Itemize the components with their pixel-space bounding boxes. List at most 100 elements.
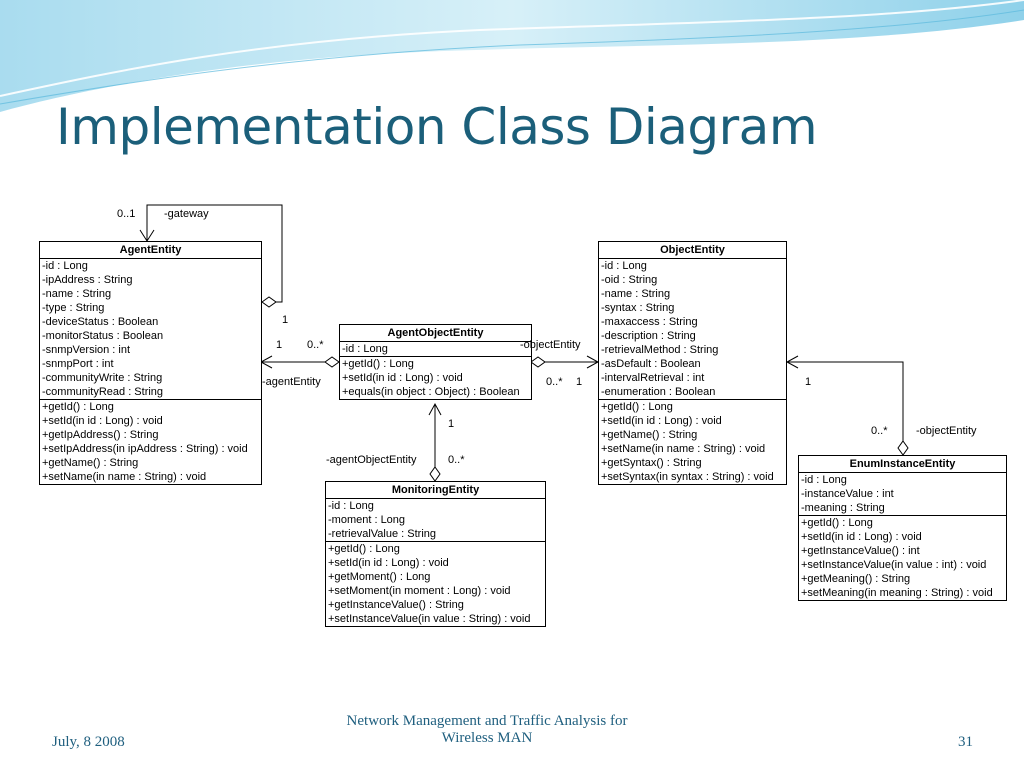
methods-section: +getId() : Long +setId(in id : Long) : v… [799, 515, 1006, 600]
object-entity-aggregation-diamond [530, 356, 546, 368]
header-wave-decoration [0, 0, 1024, 112]
class-name: EnumInstanceEntity [799, 456, 1006, 473]
class-agent-entity: AgentEntity -id : Long -ipAddress : Stri… [39, 241, 262, 485]
footer-title-line: Wireless MAN [441, 730, 533, 746]
object-link-multiplicity: 0..* [546, 376, 563, 388]
agent-entity-aggregation-diamond [324, 356, 340, 368]
method: +equals(in object : Object) : Boolean [342, 386, 520, 398]
attribute: -asDefault : Boolean [601, 358, 701, 370]
methods-section: +getId() : Long +setId(in id : Long) : v… [599, 399, 786, 484]
method: +setName(in name : String) : void [42, 471, 207, 483]
attribute: -syntax : String [601, 302, 675, 314]
method: +setInstanceValue(in value : int) : void [801, 559, 987, 571]
attributes-section: -id : Long -instanceValue : int -meaning… [799, 473, 1006, 515]
attribute: -id : Long [601, 260, 647, 272]
gateway-role-label: -gateway [164, 208, 209, 220]
method: +getName() : String [601, 429, 698, 441]
method: +getMoment() : Long [328, 571, 431, 583]
method: +getId() : Long [42, 401, 114, 413]
method: +getSyntax() : String [601, 457, 702, 469]
attribute: -snmpVersion : int [42, 344, 131, 356]
method: +getInstanceValue() : String [328, 599, 464, 611]
attribute: -id : Long [42, 260, 88, 272]
attribute: -monitorStatus : Boolean [42, 330, 164, 342]
class-name: AgentObjectEntity [340, 325, 531, 342]
method: +setMeaning(in meaning : String) : void [801, 587, 993, 599]
attribute: -maxaccess : String [601, 316, 698, 328]
enum-object-entity-association [787, 361, 904, 442]
enum-object-entity-role-label: -objectEntity [916, 425, 977, 437]
attribute: -retrievalValue : String [328, 528, 437, 540]
class-name: MonitoringEntity [326, 482, 545, 499]
attribute: -oid : String [601, 274, 658, 286]
page-number: 31 [958, 734, 973, 750]
gateway-multiplicity: 0..1 [117, 208, 136, 220]
attribute: -enumeration : Boolean [601, 386, 716, 398]
methods-section: +getId() : Long +setId(in id : Long) : v… [40, 399, 261, 484]
attribute: -communityRead : String [42, 386, 164, 398]
gateway-owner-multiplicity: 1 [282, 314, 289, 326]
attribute: -instanceValue : int [801, 488, 894, 500]
enum-object-entity-arrowhead [785, 355, 799, 369]
class-object-entity: ObjectEntity -id : Long -oid : String -n… [598, 241, 787, 485]
attribute: -meaning : String [801, 502, 885, 514]
attribute: -id : Long [328, 500, 374, 512]
enum-multiplicity: 0..* [871, 425, 888, 437]
monitoring-multiplicity: 0..* [448, 454, 465, 466]
agent-object-entity-role-label: -agentObjectEntity [326, 454, 417, 466]
attribute: -retrievalMethod : String [601, 344, 719, 356]
class-agent-object-entity: AgentObjectEntity -id : Long +getId() : … [339, 324, 532, 400]
method: +setName(in name : String) : void [601, 443, 766, 455]
attribute: -intervalRetrieval : int [601, 372, 705, 384]
method: +setId(in id : Long) : void [342, 372, 463, 384]
slide-title: Implementation Class Diagram [56, 98, 818, 156]
method: +getInstanceValue() : int [801, 545, 920, 557]
attribute: -snmpPort : int [42, 358, 114, 370]
attribute: -name : String [42, 288, 112, 300]
method: +setInstanceValue(in value : String) : v… [328, 613, 531, 625]
attribute: -id : Long [801, 474, 847, 486]
agent-object-entity-arrowhead [428, 402, 442, 416]
object-entity-role-label: -objectEntity [520, 339, 581, 351]
class-enum-instance-entity: EnumInstanceEntity -id : Long -instanceV… [798, 455, 1007, 601]
method: +setSyntax(in syntax : String) : void [601, 471, 774, 483]
method: +setId(in id : Long) : void [328, 557, 449, 569]
attributes-section: -id : Long -oid : String -name : String … [599, 259, 786, 399]
enum-object-multiplicity: 1 [805, 376, 812, 388]
footer-date: July, 8 2008 [52, 734, 125, 750]
attribute: -ipAddress : String [42, 274, 133, 286]
method: +getId() : Long [342, 358, 414, 370]
method: +setMoment(in moment : Long) : void [328, 585, 511, 597]
method: +setId(in id : Long) : void [601, 415, 722, 427]
attribute: -type : String [42, 302, 105, 314]
methods-section: +getId() : Long +setId(in id : Long) : v… [340, 356, 531, 399]
method: +setId(in id : Long) : void [801, 531, 922, 543]
attribute: -name : String [601, 288, 671, 300]
attributes-section: -id : Long [340, 342, 531, 356]
method: +getId() : Long [328, 543, 400, 555]
agent-entity-multiplicity: 1 [276, 339, 283, 351]
method: +getName() : String [42, 457, 139, 469]
agent-object-entity-aggregation-diamond [429, 466, 441, 482]
method: +getId() : Long [801, 517, 873, 529]
attribute: -deviceStatus : Boolean [42, 316, 159, 328]
attribute: -communityWrite : String [42, 372, 163, 384]
method: +setId(in id : Long) : void [42, 415, 163, 427]
method: +setIpAddress(in ipAddress : String) : v… [42, 443, 248, 455]
class-name: AgentEntity [40, 242, 261, 259]
method: +getId() : Long [601, 401, 673, 413]
attributes-section: -id : Long -ipAddress : String -name : S… [40, 259, 261, 399]
class-name: ObjectEntity [599, 242, 786, 259]
attribute: -id : Long [342, 343, 388, 355]
agent-entity-role-label: -agentEntity [262, 376, 321, 388]
agent-object-link-multiplicity: 1 [448, 418, 455, 430]
attribute: -moment : Long [328, 514, 406, 526]
footer-title-line: Network Management and Traffic Analysis … [346, 713, 628, 729]
gateway-aggregation-diamond [261, 296, 277, 308]
footer-title: Network Management and Traffic Analysis … [297, 713, 677, 747]
class-monitoring-entity: MonitoringEntity -id : Long -moment : Lo… [325, 481, 546, 627]
methods-section: +getId() : Long +setId(in id : Long) : v… [326, 541, 545, 626]
method: +getIpAddress() : String [42, 429, 159, 441]
enum-object-entity-aggregation-diamond [897, 440, 909, 456]
